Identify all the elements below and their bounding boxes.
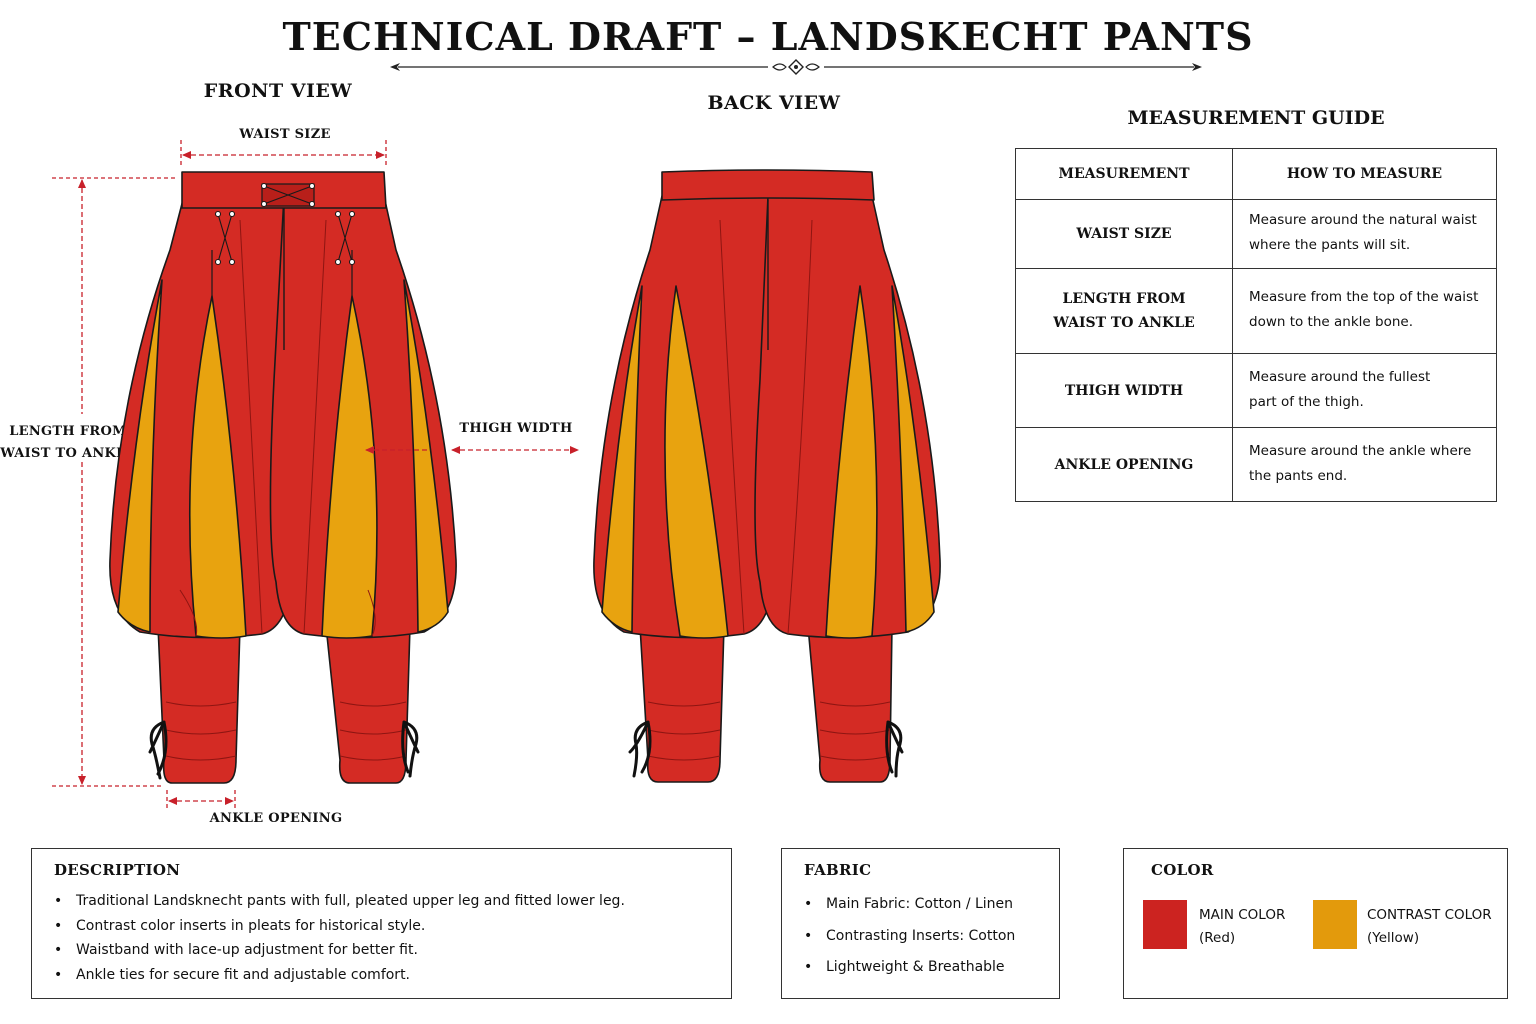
list-item: Contrast color inserts in pleats for his… (54, 914, 625, 939)
fabric-title: FABRIC (804, 861, 872, 879)
length-label-line1: LENGTH FROM (9, 424, 127, 439)
back-view-title: BACK VIEW (707, 92, 841, 114)
description-title: DESCRIPTION (54, 861, 181, 879)
front-view-drawing (109, 171, 457, 784)
row-how-line2: where the pants will sit. (1249, 237, 1411, 253)
row-measurement: LENGTH FROM WAIST TO ANKLE (1015, 268, 1233, 354)
fabric-list: Main Fabric: Cotton / Linen Contrasting … (790, 889, 1015, 984)
row-how-to-measure: Measure from the top of the waist down t… (1232, 268, 1497, 354)
ankle-opening-label: ANKLE OPENING (209, 811, 343, 826)
row-measurement: THIGH WIDTH (1015, 353, 1233, 428)
row-how-line1: Measure around the natural waist (1249, 212, 1477, 228)
back-view-drawing (593, 169, 941, 783)
list-item: Traditional Landsknecht pants with full,… (54, 889, 625, 914)
row-measurement-line2: WAIST TO ANKLE (1053, 315, 1195, 331)
ornament-divider-icon (390, 59, 1202, 75)
main-color-swatch (1143, 900, 1187, 949)
row-how-to-measure: Measure around the fullest part of the t… (1232, 353, 1497, 428)
color-title: COLOR (1151, 861, 1214, 879)
thigh-width-label: THIGH WIDTH (459, 421, 573, 436)
front-right-pleat-yellow-inner (321, 295, 378, 639)
list-item: Lightweight & Breathable (804, 952, 1015, 984)
color-panel: COLOR MAIN COLOR (Red) CONTRAST COLOR (Y… (1123, 848, 1508, 999)
contrast-color-label: CONTRAST COLOR (Yellow) (1367, 904, 1492, 950)
row-how-line1: Measure around the ankle where (1249, 442, 1472, 459)
list-item: Ankle ties for secure fit and adjustable… (54, 963, 625, 988)
row-measurement-line1: LENGTH FROM (1062, 291, 1186, 307)
row-how-to-measure: Measure around the natural waist where t… (1232, 199, 1497, 269)
row-measurement-line1: THIGH WIDTH (1064, 382, 1184, 399)
contrast-color-name: (Yellow) (1367, 930, 1420, 946)
row-measurement: WAIST SIZE (1015, 199, 1233, 269)
header-how-to-measure: HOW TO MEASURE (1232, 148, 1497, 200)
list-item: Contrasting Inserts: Cotton (804, 921, 1015, 953)
list-item: Main Fabric: Cotton / Linen (804, 889, 1015, 921)
length-label: LENGTH FROM WAIST TO ANKLE (0, 421, 136, 465)
front-waistband-lacing (214, 182, 356, 266)
table-row: LENGTH FROM WAIST TO ANKLE Measure from … (1015, 268, 1497, 354)
header-measurement: MEASUREMENT (1015, 148, 1233, 200)
main-color-title: MAIN COLOR (1199, 907, 1286, 923)
measurement-guide-title: MEASUREMENT GUIDE (1127, 107, 1385, 129)
main-color-name: (Red) (1199, 930, 1236, 946)
length-label-line2: WAIST TO ANKLE (0, 446, 136, 461)
table-row: THIGH WIDTH Measure around the fullest p… (1015, 353, 1497, 428)
front-left-pleat-yellow-outer (117, 279, 163, 633)
contrast-color-title: CONTRAST COLOR (1367, 907, 1492, 923)
front-left-pleat-yellow-inner (188, 295, 247, 639)
back-ankle-ties (628, 720, 904, 778)
row-how-line2: part of the thigh. (1249, 393, 1364, 410)
front-right-pleat-yellow-outer (403, 279, 449, 633)
measurement-guide-table: MEASUREMENT HOW TO MEASURE WAIST SIZE Me… (1015, 148, 1497, 502)
row-how-line2: the pants end. (1249, 467, 1348, 484)
back-left-lower-leg (639, 625, 725, 783)
description-panel: DESCRIPTION Traditional Landsknecht pant… (31, 848, 732, 999)
table-header-row: MEASUREMENT HOW TO MEASURE (1015, 148, 1497, 200)
main-color-label: MAIN COLOR (Red) (1199, 904, 1285, 950)
table-row: WAIST SIZE Measure around the natural wa… (1015, 199, 1497, 269)
row-how-line1: Measure from the top of the waist (1249, 289, 1479, 305)
waist-size-label: WAIST SIZE (239, 127, 331, 142)
row-measurement-line1: WAIST SIZE (1076, 226, 1172, 242)
row-how-line2: down to the ankle bone. (1249, 314, 1413, 330)
dimension-lines (52, 140, 579, 808)
row-how-to-measure: Measure around the ankle where the pants… (1232, 427, 1497, 502)
back-waistband (661, 169, 875, 201)
front-view-title: FRONT VIEW (203, 80, 353, 102)
row-how-line1: Measure around the fullest (1249, 368, 1431, 385)
contrast-color-swatch (1313, 900, 1357, 949)
table-row: ANKLE OPENING Measure around the ankle w… (1015, 427, 1497, 502)
list-item: Waistband with lace-up adjustment for be… (54, 938, 625, 963)
description-list: Traditional Landsknecht pants with full,… (40, 889, 625, 987)
fabric-panel: FABRIC Main Fabric: Cotton / Linen Contr… (781, 848, 1060, 999)
page-title: TECHNICAL DRAFT – LANDSKECHT PANTS (282, 14, 1254, 59)
front-ankle-ties (148, 720, 420, 780)
row-measurement: ANKLE OPENING (1015, 427, 1233, 502)
front-left-lower-leg (157, 625, 241, 784)
row-measurement-line1: ANKLE OPENING (1054, 456, 1194, 473)
